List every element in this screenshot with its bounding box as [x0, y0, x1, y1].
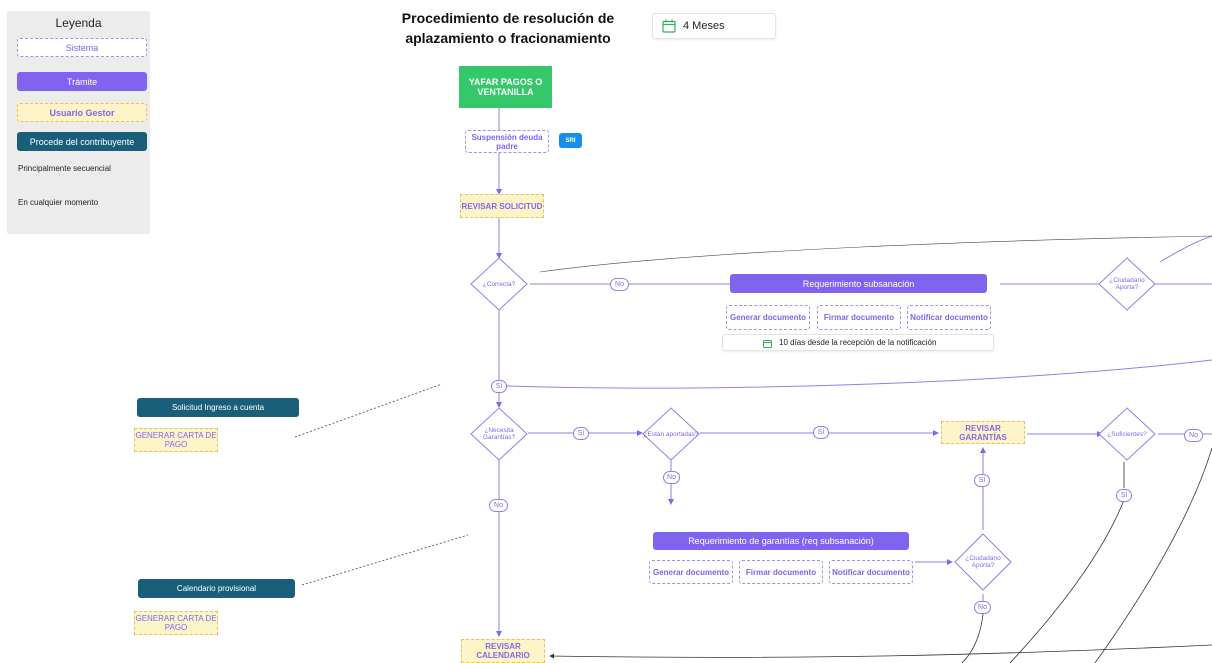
- edge-label-si-4: Sí: [974, 474, 990, 487]
- sri-badge: SRI: [559, 133, 582, 148]
- edge-arc-top: [539, 235, 1212, 273]
- legend-panel: Leyenda Sistema Trámite Usuario Gestor P…: [7, 11, 150, 234]
- edge-no-down: [961, 613, 984, 663]
- ciudadano-aporta-1-label: ¿Ciudadano Aporta?: [1109, 277, 1145, 291]
- diamond-ciudadano-1: [1098, 257, 1156, 311]
- generar-carta-1[interactable]: GENERAR CARTA DE PAGO: [134, 428, 218, 452]
- calendario-provisional-node[interactable]: Calendario provisional: [138, 579, 295, 598]
- notificar-doc-2[interactable]: Notificar documento: [829, 560, 913, 584]
- calendar-icon: [763, 339, 772, 348]
- plazo-label-1: 10 días desde la recepción de la notific…: [779, 338, 937, 347]
- solicitud-ingreso-node[interactable]: Solicitud Ingreso a cuenta: [137, 398, 299, 417]
- edge-label-si-2: Sí: [573, 427, 589, 440]
- edge-label-no-2: No: [663, 471, 680, 484]
- legend-sistema: Sistema: [17, 38, 147, 57]
- edge-dotted-solicitud: [294, 383, 443, 438]
- legend-gestor: Usuario Gestor: [17, 103, 147, 122]
- necesita-garantias-label: ¿Necesita Garantías?: [482, 427, 516, 441]
- suficientes-label: ¿Suficientes?: [1107, 430, 1147, 438]
- legend-title: Leyenda: [55, 16, 102, 30]
- legend-cualquier-label: En cualquier momento: [18, 198, 99, 207]
- edge-label-no-1: No: [610, 278, 629, 291]
- edge-suficientes-si: [1009, 499, 1125, 663]
- diamond-suficientes: [1098, 407, 1156, 461]
- duration-label: 4 Meses: [683, 20, 725, 32]
- edge-calendario-return: [549, 644, 1212, 659]
- correcta-label: ¿Correcta?: [482, 280, 516, 288]
- generar-carta-2[interactable]: GENERAR CARTA DE PAGO: [134, 611, 218, 635]
- calendar-icon: [662, 19, 676, 33]
- plazo-chip-1: 10 días desde la recepción de la notific…: [722, 334, 994, 351]
- legend-secuencial-label: Principalmente secuencial: [18, 164, 111, 173]
- edge-label-si-5: Sí: [1116, 489, 1132, 502]
- revisar-garantias-node[interactable]: REVISAR GARANTÍAS: [941, 421, 1025, 444]
- req-garantias-node[interactable]: Requerimiento de garantías (req subsanac…: [653, 532, 909, 550]
- generar-doc-1[interactable]: Generar documento: [726, 305, 810, 330]
- estan-aportadas-label: ¿Están aportadas?: [643, 430, 699, 438]
- edge-ciudadano-loop: [1159, 235, 1212, 263]
- start-node[interactable]: YAFAR PAGOS O VENTANILLA: [459, 66, 552, 108]
- edge-label-si-1: Sí: [491, 380, 507, 393]
- diamond-ciudadano-2: [954, 533, 1012, 591]
- edge-label-no-3: No: [489, 499, 508, 512]
- legend-tramite: Trámite: [17, 72, 147, 91]
- edge-dotted-calendario: [301, 534, 469, 586]
- edge-suficientes-no-down: [1094, 447, 1212, 663]
- suspension-node[interactable]: Suspensión deuda padre: [465, 130, 549, 153]
- edge-label-si-3: Sí: [813, 426, 829, 439]
- legend-contribuyente: Procede del contribuyente: [17, 132, 147, 151]
- revisar-solicitud-node[interactable]: REVISAR SOLICITUD: [460, 194, 544, 218]
- revisar-calendario-node[interactable]: REVISAR CALENDARIO: [461, 639, 545, 663]
- firmar-doc-2[interactable]: Firmar documento: [739, 560, 823, 584]
- diamond-necesita: [470, 407, 528, 461]
- edge-label-no-4: No: [1184, 429, 1203, 442]
- req-subsanacion-node[interactable]: Requerimiento subsanación: [730, 274, 987, 293]
- edge-return-si: [506, 359, 1212, 389]
- diagram-title: Procedimiento de resolución de aplazamie…: [401, 10, 615, 46]
- diamond-aportadas: [642, 407, 700, 461]
- generar-doc-2[interactable]: Generar documento: [649, 560, 733, 584]
- duration-chip: 4 Meses: [652, 13, 776, 39]
- firmar-doc-1[interactable]: Firmar documento: [817, 305, 901, 330]
- notificar-doc-1[interactable]: Notificar documento: [907, 305, 991, 330]
- edge-label-no-5: No: [974, 601, 991, 614]
- diamond-correcta: [470, 257, 528, 311]
- ciudadano-aporta-2-label: ¿Ciudadano Aporta?: [965, 555, 1001, 569]
